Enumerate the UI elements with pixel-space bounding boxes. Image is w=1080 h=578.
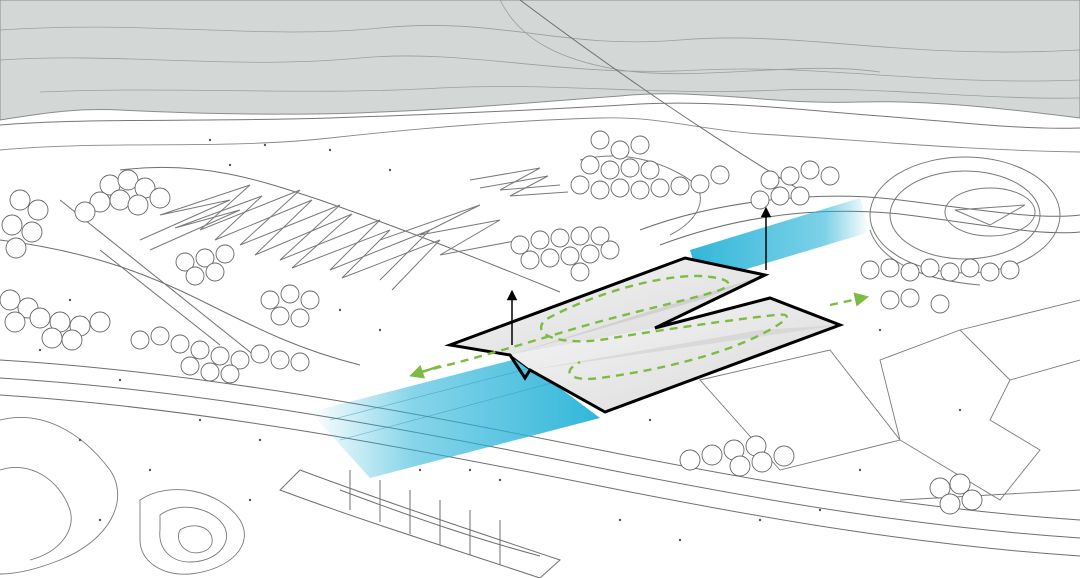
terrain-contours: [0, 417, 245, 575]
circulation-arrow-west: [409, 364, 441, 379]
circulation-loop: [419, 274, 788, 381]
road-network: [0, 0, 1080, 557]
parking-lot: [279, 469, 561, 578]
water-area: [0, 0, 1080, 121]
roof-fold-1: [510, 275, 765, 355]
view-axis-near: [310, 358, 600, 478]
tree-clusters: [0, 130, 1020, 515]
building-outline: [444, 256, 845, 414]
building: [444, 256, 845, 414]
water-contours: [0, 0, 1080, 99]
roof-fold-2: [530, 325, 840, 370]
building-roof-upper: [450, 258, 765, 355]
roof-ridge: [509, 354, 531, 371]
circulation-arrow-east: [829, 292, 870, 307]
shoreline: [0, 102, 1080, 129]
view-axis-far: [690, 198, 870, 283]
coastal-path: [0, 117, 1080, 153]
building-roof-lower: [510, 298, 840, 412]
